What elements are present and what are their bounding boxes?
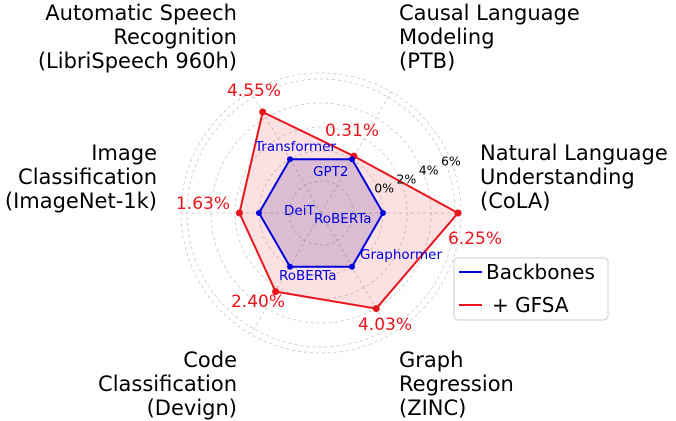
backbone-label: GPT2	[313, 164, 348, 180]
backbone-label: RoBERTa	[279, 268, 337, 284]
backbone-label: Transformer	[254, 139, 336, 155]
backbone-point	[349, 156, 355, 163]
gfsa-gain-label: 4.03%	[358, 315, 412, 335]
gfsa-gain-label: 4.55%	[227, 81, 281, 101]
radial-tick-label: 0%	[374, 180, 394, 195]
legend-box	[453, 257, 609, 321]
grid-spoke	[250, 212, 322, 335]
grid-spoke	[320, 212, 392, 335]
backbone-point	[287, 263, 293, 270]
gfsa-point	[259, 108, 267, 116]
radial-tick-label: 2%	[396, 171, 416, 186]
backbone-point	[380, 210, 386, 216]
gfsa-gain-label: 2.40%	[231, 292, 285, 312]
gfsa-point	[454, 209, 462, 217]
gfsa-gain-label: 6.25%	[448, 229, 502, 249]
axis-labels: 6.25% RoBERTa 0.31% GPT2 4.55% Transformer 1.6…	[5, 1, 668, 420]
legend-label-gfsa: + GFSA	[492, 293, 569, 317]
backbone-point	[287, 156, 293, 163]
backbone-label: RoBERTa	[314, 211, 372, 227]
series-polygons	[235, 108, 462, 313]
gfsa-gain-label: 0.31%	[325, 121, 379, 141]
backbone-label: Graphormer	[360, 247, 442, 263]
gfsa-gain-label: 1.63%	[176, 194, 230, 214]
backbone-point	[349, 263, 355, 270]
grid-spoke	[320, 91, 392, 214]
legend: Backbones + GFSA	[453, 257, 609, 321]
radial-tick-label: 4%	[419, 162, 439, 177]
radial-ticks: 0%2%4%6%	[374, 153, 461, 195]
gfsa-point	[272, 288, 280, 296]
radial-tick-label: 6%	[441, 153, 461, 168]
backbone-point	[256, 210, 262, 216]
gfsa-point	[235, 209, 243, 217]
legend-label-backbones: Backbones	[486, 260, 595, 284]
gfsa-point	[372, 305, 380, 313]
backbone-label: DeiT	[284, 203, 315, 219]
